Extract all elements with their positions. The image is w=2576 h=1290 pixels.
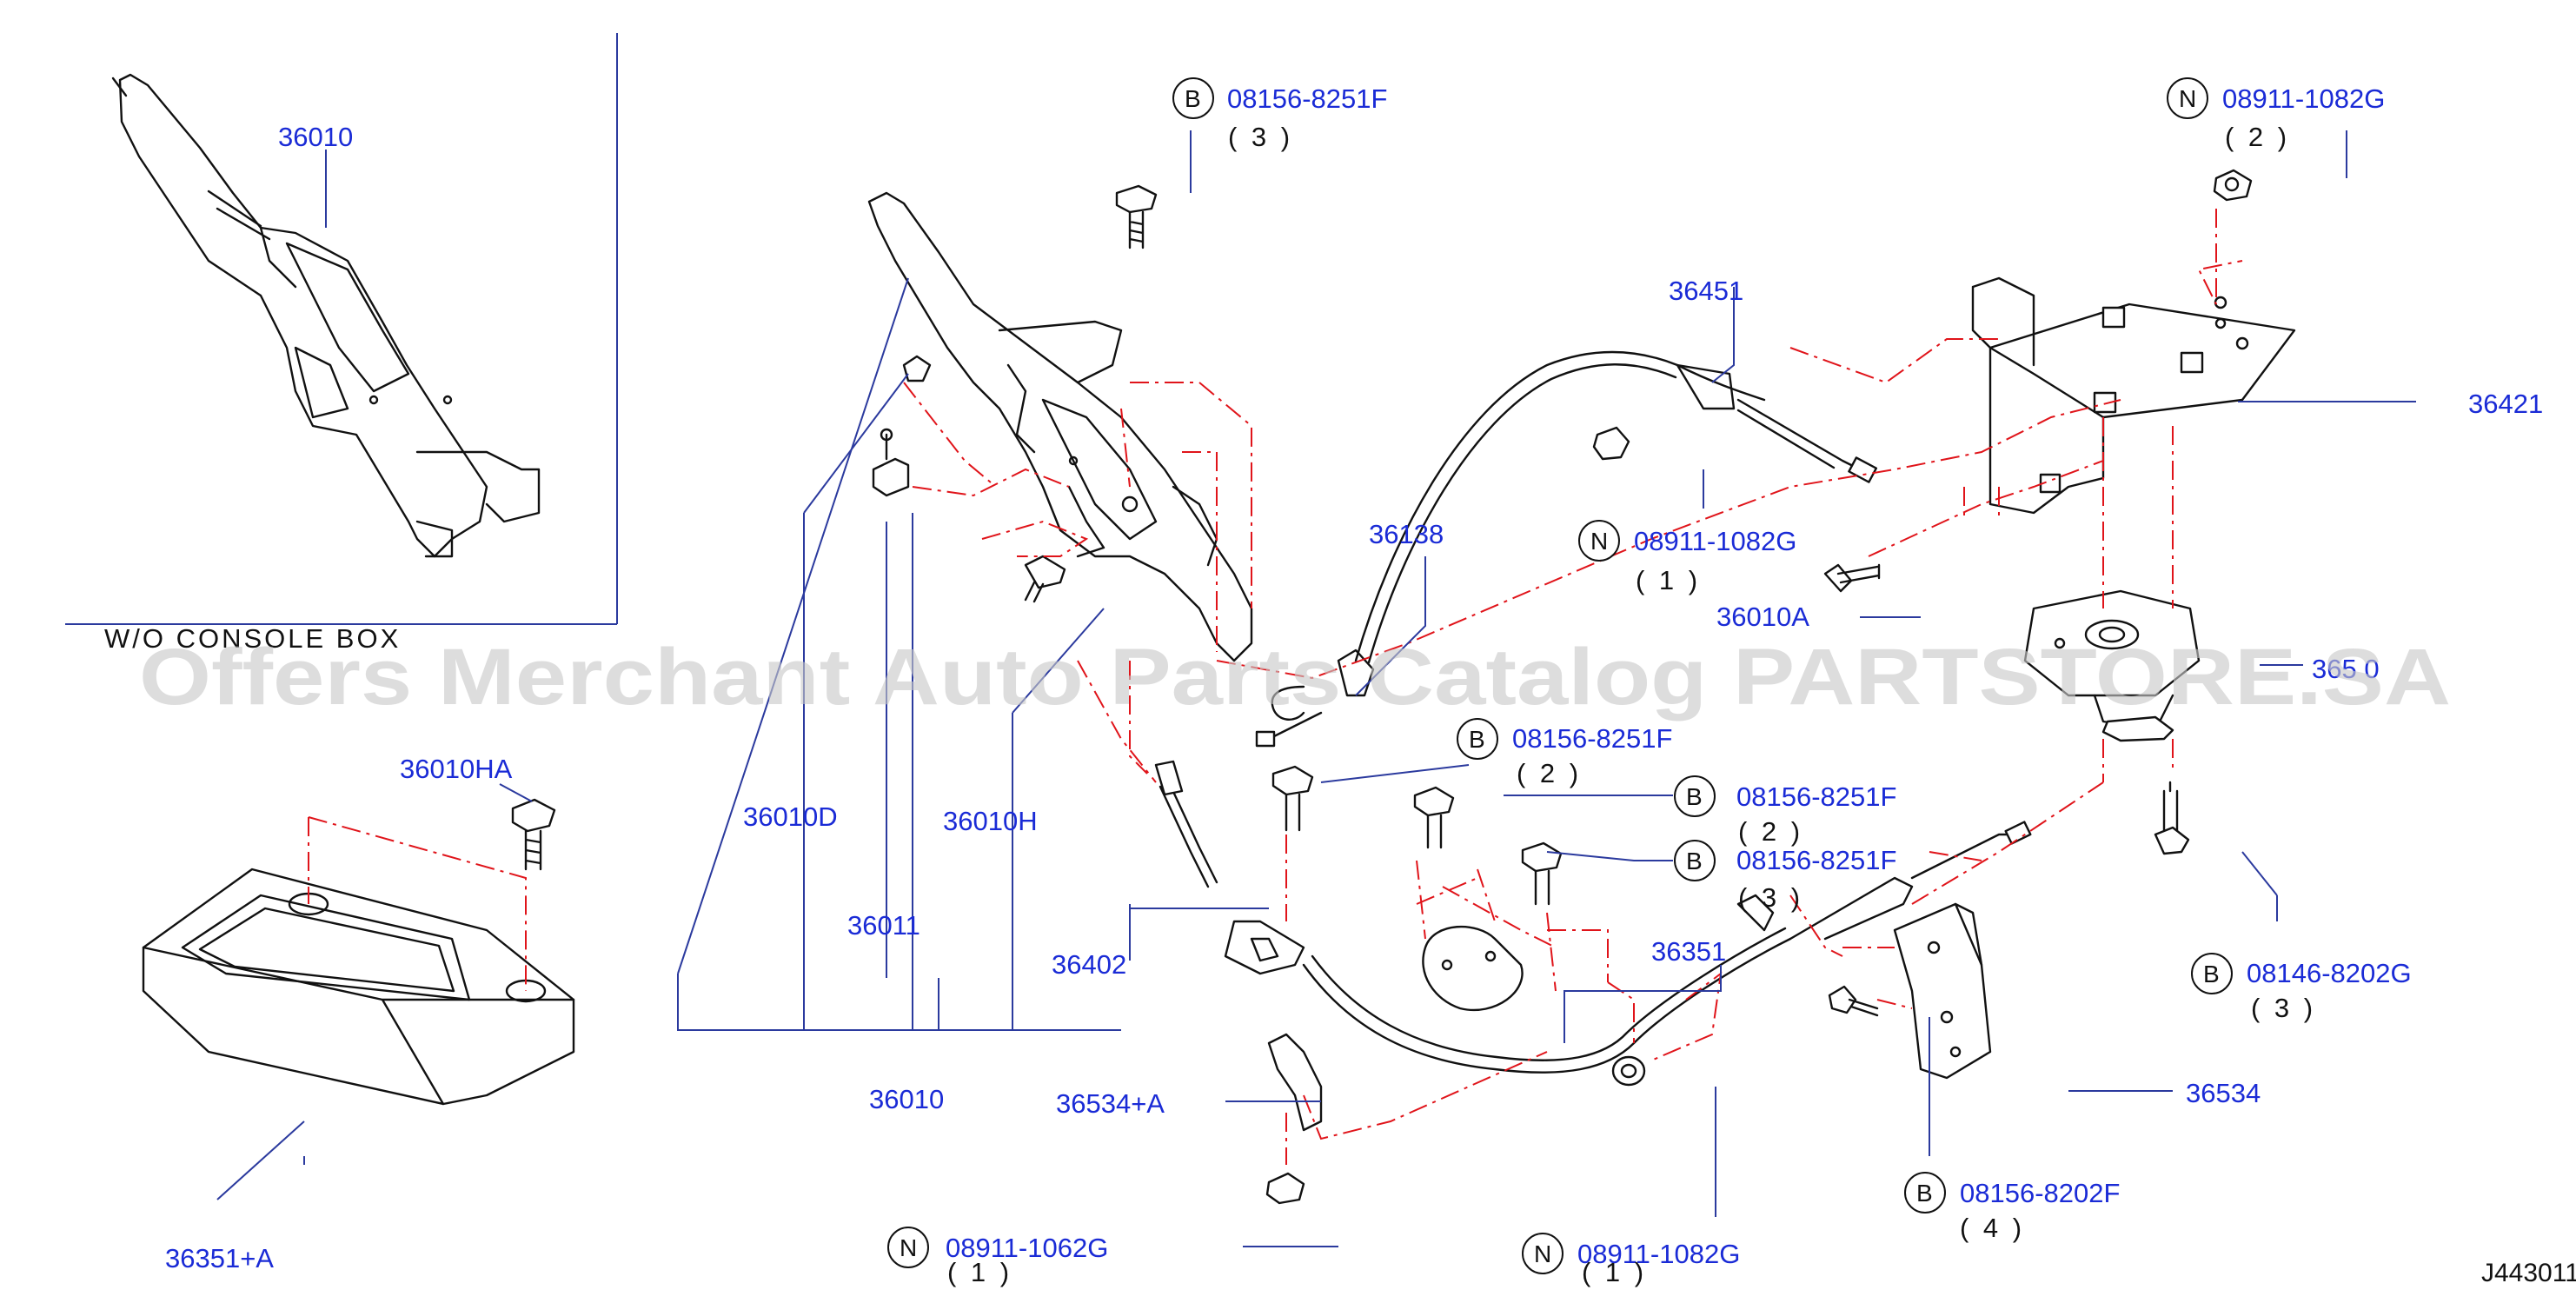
bolt-36010ha-drawing [511, 798, 556, 871]
inset-frame [65, 33, 618, 625]
label-36534a: 36534+A [1056, 1088, 1165, 1119]
bolts-lower-drawing [1271, 765, 2190, 906]
callout-5: B 08156-8251F ( 3 ) [1674, 840, 1896, 913]
callout-1: N 08911-1082G ( 2 ) [2167, 77, 2385, 152]
equalizer-36530-drawing [2023, 589, 2201, 742]
bolt-36010h-drawing [1024, 555, 1066, 603]
label-36010h: 36010H [943, 806, 1038, 836]
label-36010-inset: 36010 [278, 122, 353, 152]
cable-36451-drawing [1255, 350, 1878, 748]
callout-8-letter: N [900, 1234, 917, 1261]
label-36451: 36451 [1669, 276, 1743, 306]
callout-3-part: 08156-8251F [1512, 723, 1672, 754]
callout-2: N 08911-1082G ( 1 ) [1578, 520, 1796, 595]
label-36534: 36534 [2186, 1078, 2261, 1108]
callout-1-qty: ( 2 ) [2225, 122, 2290, 152]
label-36010a: 36010A [1716, 602, 1809, 632]
phantom-lines [308, 209, 2243, 1165]
label-36421: 36421 [2468, 389, 2543, 419]
watermark-text: Offers Merchant Auto Parts Catalog PARTS… [139, 633, 2451, 721]
callout-0: B 08156-8251F ( 3 ) [1172, 77, 1387, 152]
callout-3: B 08156-8251F ( 2 ) [1457, 718, 1672, 788]
callout-4: B 08156-8251F ( 2 ) [1674, 775, 1896, 847]
inset-note: W/O CONSOLE BOX [104, 623, 401, 654]
leader-lines [216, 130, 2416, 1247]
callout-1-letter: N [2179, 85, 2196, 112]
callout-8-qty: ( 1 ) [947, 1257, 1012, 1287]
label-36351a: 36351+A [165, 1243, 274, 1273]
bracket-36421-drawing [1971, 169, 2296, 515]
bolt-top-drawing [1115, 184, 1158, 249]
callout-6-letter: B [2203, 961, 2220, 987]
bracket-36534-drawing [1828, 902, 1992, 1080]
nut-cable-drawing [1592, 426, 1630, 461]
callout-5-letter: B [1686, 848, 1703, 874]
callout-9: N 08911-1082G ( 1 ) [1522, 1233, 1740, 1287]
part-labels: 36010 W/O CONSOLE BOX 36010D 36010H 3601… [104, 122, 2576, 1287]
console-box-drawing [142, 868, 575, 1106]
callout-9-qty: ( 1 ) [1582, 1257, 1647, 1287]
washer-lower-drawing [1611, 1055, 1646, 1087]
callout-0-part: 08156-8251F [1227, 83, 1387, 114]
callout-0-qty: ( 3 ) [1228, 122, 1293, 152]
callout-2-letter: N [1590, 528, 1608, 555]
callout-7-part: 08156-8202F [1960, 1178, 2120, 1208]
diagram-code: J4430112 [2481, 1259, 2576, 1287]
label-36351: 36351 [1651, 936, 1726, 967]
clip-36011-drawing [872, 355, 932, 497]
callout-2-part: 08911-1082G [1634, 526, 1796, 556]
callout-6-qty: ( 3 ) [2251, 993, 2316, 1023]
callout-6: B 08146-8202G ( 3 ) [2191, 953, 2412, 1023]
callout-8-part: 08911-1062G [946, 1233, 1108, 1263]
label-36530: 365 0 [2312, 654, 2380, 684]
label-36138: 36138 [1369, 519, 1444, 549]
callout-8: N 08911-1062G ( 1 ) [887, 1227, 1108, 1287]
callout-9-part: 08911-1082G [1577, 1239, 1740, 1269]
label-36010ha: 36010HA [400, 754, 513, 784]
callout-7: B 08156-8202F ( 4 ) [1904, 1172, 2120, 1243]
inset-lever-drawing [111, 73, 541, 558]
callout-7-qty: ( 4 ) [1960, 1213, 2025, 1243]
label-36402: 36402 [1052, 949, 1126, 980]
plate-36351-drawing [1422, 925, 1524, 1012]
callout-4-qty: ( 2 ) [1738, 816, 1803, 847]
callout-1-part: 08911-1082G [2222, 83, 2385, 114]
callout-3-qty: ( 2 ) [1517, 758, 1582, 788]
callout-4-letter: B [1686, 783, 1703, 810]
callout-0-letter: B [1185, 85, 1201, 112]
callout-7-letter: B [1916, 1180, 1933, 1207]
label-36011: 36011 [847, 910, 920, 941]
label-36010d: 36010D [743, 801, 838, 832]
callout-5-part: 08156-8251F [1736, 845, 1896, 875]
rear-cable-36402-drawing [1154, 760, 2032, 1074]
callout-9-letter: N [1534, 1240, 1551, 1267]
callout-4-part: 08156-8251F [1736, 781, 1896, 812]
callout-5-qty: ( 3 ) [1738, 882, 1803, 913]
bolt-36010a-drawing [1823, 563, 1881, 593]
callout-6-part: 08146-8202G [2247, 958, 2412, 988]
label-36010: 36010 [869, 1084, 944, 1114]
callout-3-letter: B [1469, 726, 1485, 753]
callout-2-qty: ( 1 ) [1636, 565, 1701, 595]
main-lever-drawing [867, 191, 1253, 662]
